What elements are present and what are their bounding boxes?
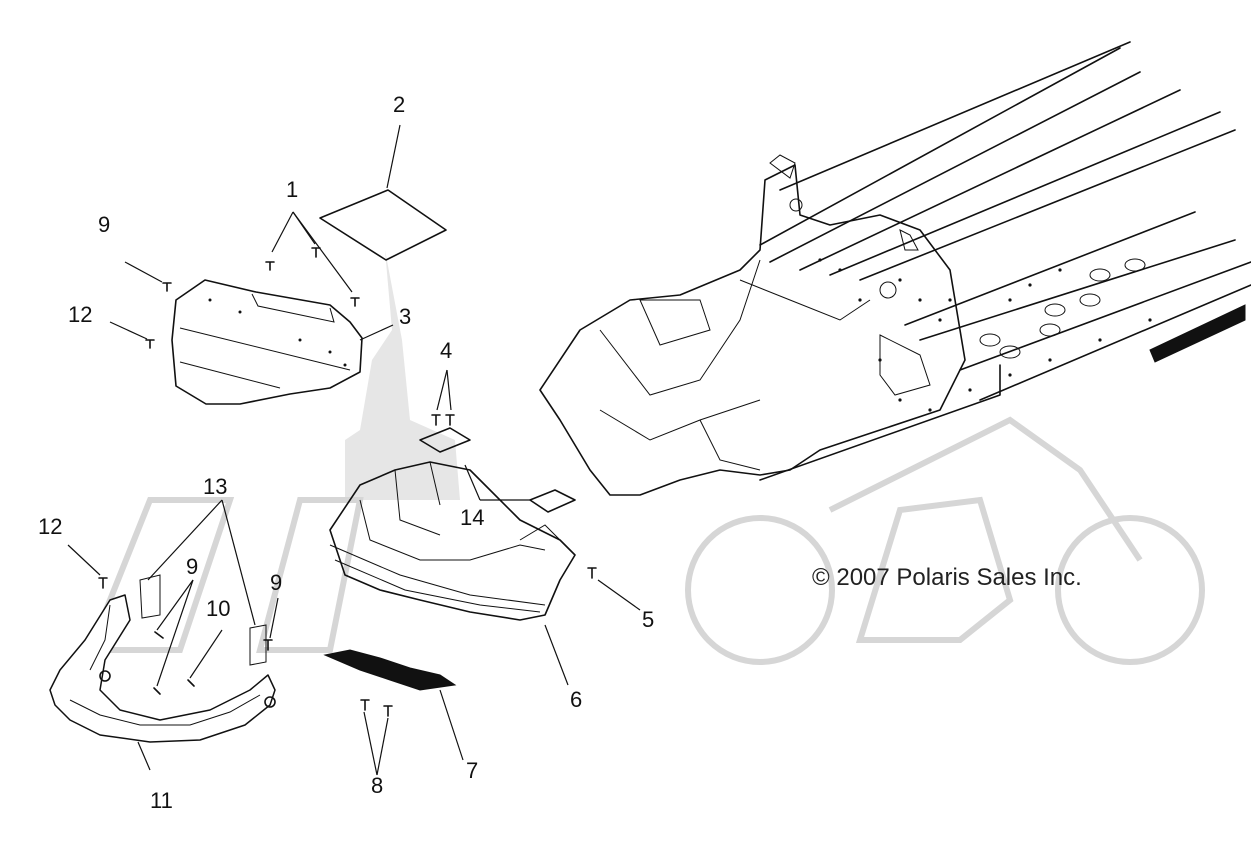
callout-12-bumper: 12 [38,514,62,539]
callout-7: 7 [466,758,478,783]
callout-labels: 1 2 3 4 5 6 7 8 9 9 9 10 11 12 12 13 14 [38,92,654,813]
bolts-and-pads [419,414,576,513]
belly-pan [329,461,576,621]
callout-5: 5 [642,607,654,632]
callout-6: 6 [570,687,582,712]
callout-12-top: 12 [68,302,92,327]
leader-lines [67,124,641,776]
callout-1: 1 [286,177,298,202]
copyright-text: © 2007 Polaris Sales Inc. [812,564,1082,591]
callout-9-bumper-left: 9 [186,554,198,579]
callout-9-bumper-right: 9 [270,570,282,595]
callout-14: 14 [460,505,484,530]
callout-8: 8 [371,773,383,798]
callout-9-top: 9 [98,212,110,237]
decal-sheet [319,189,447,261]
upper-cover-panel [171,279,363,405]
watermark [85,250,1205,665]
panel-fasteners [145,247,360,349]
callout-11: 11 [150,788,173,813]
callout-10: 10 [206,596,230,621]
callout-3: 3 [399,304,411,329]
skid-plate [323,649,457,717]
chassis-frame [539,41,1251,496]
callout-2: 2 [393,92,405,117]
fastener-5 [587,567,597,579]
callout-13: 13 [203,474,227,499]
front-bumper [49,574,276,743]
callout-4: 4 [440,338,452,363]
